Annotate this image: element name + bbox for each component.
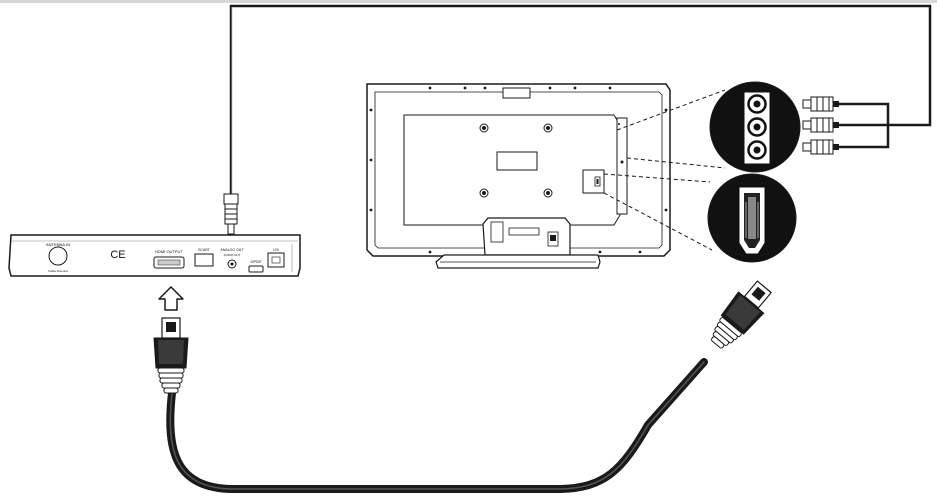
- audio-out-label: ANALOG OUT: [221, 248, 245, 252]
- hdmi-plug-left: [153, 317, 189, 394]
- rca-plug-bottom: [802, 139, 839, 155]
- port4-label: S/PDIF: [250, 260, 261, 264]
- audio-port-label-2: L: [734, 125, 740, 128]
- audio-port-label-1: VID: [734, 99, 740, 108]
- antenna-port[interactable]: [48, 246, 68, 266]
- hdmi-output-label: HDMI OUTPUT: [155, 249, 183, 254]
- ce-mark: CE: [110, 249, 125, 261]
- top-strip: [0, 0, 937, 3]
- tv-top-tab: [502, 87, 531, 99]
- antenna-label: ANTENNA IN: [46, 242, 70, 247]
- audio-port-label-3: R: [734, 148, 740, 152]
- hdmi-plug-right: [711, 280, 773, 349]
- power-label: 12V: [273, 248, 280, 252]
- tv-label-plate: [496, 151, 538, 171]
- port2[interactable]: [194, 253, 214, 267]
- audio-out-sub-label: AUDIO OUT: [224, 253, 241, 257]
- audio-cable: [229, 4, 932, 195]
- tv-hdmi-port[interactable]: [582, 169, 605, 194]
- rca-splitter-wires: [838, 102, 905, 149]
- tv-side-panel: [616, 117, 628, 215]
- hdmi-cable: [166, 358, 708, 493]
- hdmi-port-callout: [707, 173, 797, 263]
- antenna-sub-label: Cable Antenna: [48, 269, 68, 273]
- audio-ports-callout: VID L R: [709, 81, 801, 173]
- port2-label: SCART: [198, 248, 211, 252]
- rca-plug-middle: [802, 117, 839, 133]
- tv-audio-ports[interactable]: [618, 123, 620, 125]
- rca-plug-top: [802, 96, 839, 112]
- receiver-back-panel: ANTENNA IN Cable Antenna CE HDMI OUTPUT …: [8, 234, 301, 277]
- up-arrow-outline-icon: [158, 286, 184, 311]
- tv-rear: [366, 83, 671, 269]
- port4[interactable]: [248, 265, 264, 273]
- callout-lines: [603, 89, 726, 251]
